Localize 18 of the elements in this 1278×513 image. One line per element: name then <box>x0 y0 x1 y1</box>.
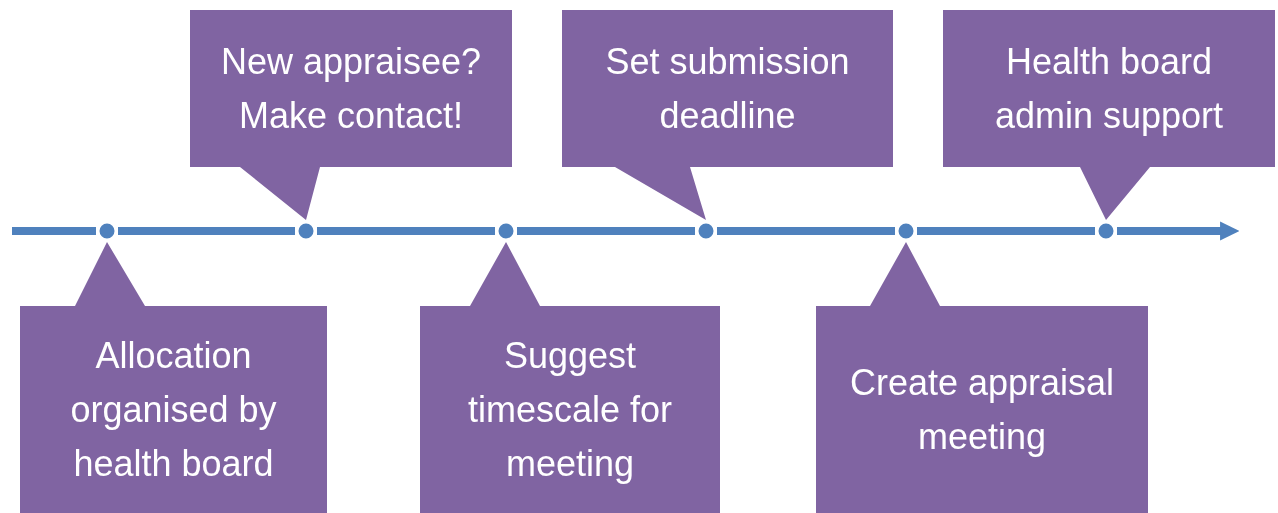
callout-text: Set submission deadline <box>604 39 851 138</box>
callout-box <box>420 242 720 513</box>
callout-box <box>943 10 1275 220</box>
callout-text: Suggest timescale for meeting <box>466 333 674 486</box>
timeline-arrow <box>1117 221 1240 241</box>
timeline-line <box>517 227 695 235</box>
timeline-line <box>717 227 895 235</box>
callout-text: Create appraisal meeting <box>848 360 1116 459</box>
callout-box <box>190 10 512 220</box>
callout-box <box>562 10 893 220</box>
callout-text: Health board admin support <box>993 39 1225 138</box>
timeline-line <box>317 227 495 235</box>
callout-text: New appraisee? Make contact! <box>219 39 483 138</box>
timeline-line <box>917 227 1095 235</box>
timeline-line <box>118 227 295 235</box>
callout-box <box>816 242 1148 513</box>
callout-box <box>20 242 327 513</box>
callout-text: Allocation organised by health board <box>69 333 278 486</box>
